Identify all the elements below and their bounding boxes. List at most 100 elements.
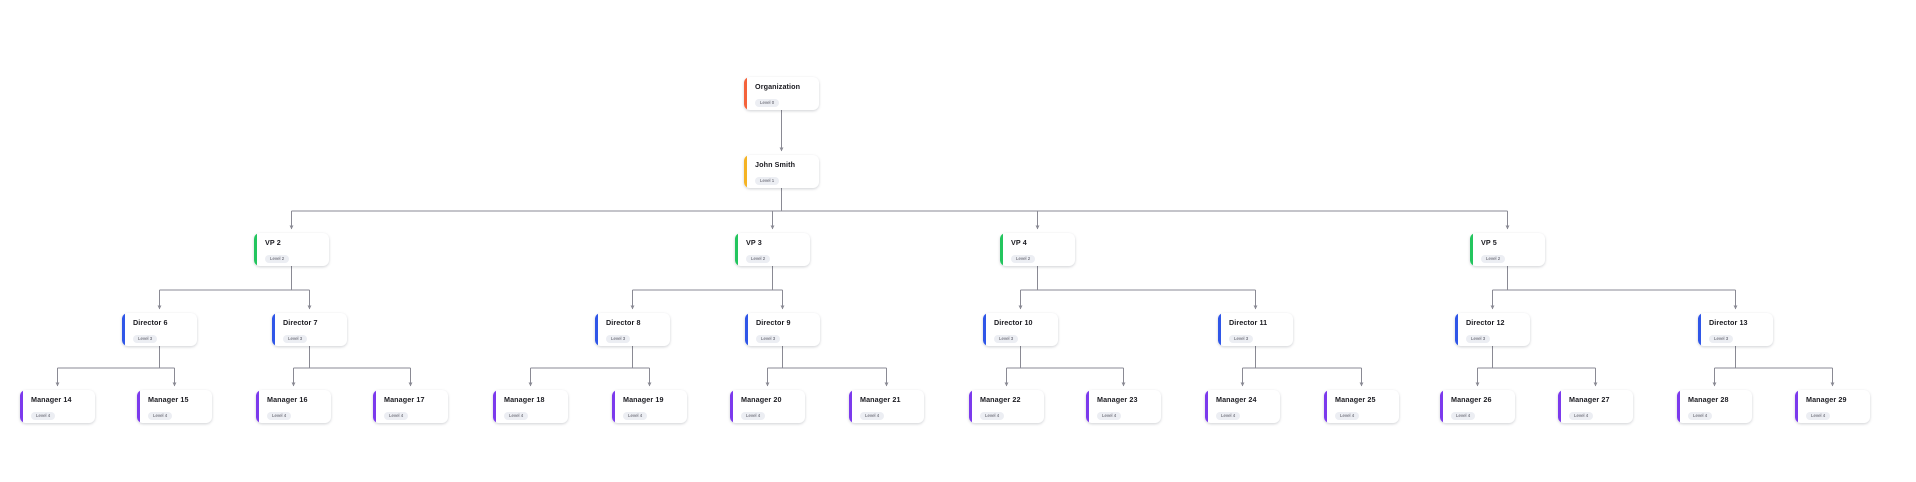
node-level-badge: Level 4 [31, 412, 56, 421]
node-level-badge: Level 4 [504, 412, 529, 421]
node-body: Manager 23 Level 4 [1089, 390, 1161, 423]
node-level-badge: Level 4 [384, 412, 409, 421]
node-accent-bar [1795, 390, 1798, 423]
org-node[interactable]: Manager 24 Level 4 [1205, 390, 1280, 423]
node-accent-bar [735, 233, 738, 266]
node-level-badge: Level 4 [860, 412, 885, 421]
node-accent-bar [983, 313, 986, 346]
node-title: Organization [755, 82, 801, 91]
node-title: Director 10 [994, 318, 1033, 327]
node-accent-bar [849, 390, 852, 423]
node-title: Manager 19 [623, 395, 664, 404]
node-title: Director 11 [1229, 318, 1268, 327]
node-title: VP 5 [1481, 238, 1497, 247]
node-accent-bar [256, 390, 259, 423]
node-accent-bar [1324, 390, 1327, 423]
node-title: Manager 23 [1097, 395, 1138, 404]
node-level-badge: Level 2 [1481, 255, 1506, 264]
node-accent-bar [373, 390, 376, 423]
node-accent-bar [745, 313, 748, 346]
org-node[interactable]: VP 3 Level 2 [735, 233, 810, 266]
node-body: VP 3 Level 2 [738, 233, 810, 266]
node-accent-bar [1677, 390, 1680, 423]
node-title: Manager 24 [1216, 395, 1257, 404]
node-body: Director 7 Level 3 [275, 313, 347, 346]
node-accent-bar [612, 390, 615, 423]
node-accent-bar [969, 390, 972, 423]
node-accent-bar [1086, 390, 1089, 423]
org-node[interactable]: VP 5 Level 2 [1470, 233, 1545, 266]
node-level-badge: Level 2 [746, 255, 771, 264]
node-accent-bar [272, 313, 275, 346]
node-title: VP 2 [265, 238, 281, 247]
node-title: Manager 26 [1451, 395, 1492, 404]
node-title: Manager 29 [1806, 395, 1847, 404]
node-level-badge: Level 4 [1216, 412, 1241, 421]
node-title: Director 12 [1466, 318, 1505, 327]
node-level-badge: Level 4 [1097, 412, 1122, 421]
node-accent-bar [1440, 390, 1443, 423]
org-node[interactable]: Manager 14 Level 4 [20, 390, 95, 423]
org-node[interactable]: VP 4 Level 2 [1000, 233, 1075, 266]
node-level-badge: Level 4 [267, 412, 292, 421]
node-title: Director 9 [756, 318, 791, 327]
node-title: Director 7 [283, 318, 318, 327]
node-level-badge: Level 3 [283, 335, 308, 344]
node-body: Manager 24 Level 4 [1208, 390, 1280, 423]
org-node[interactable]: Director 9 Level 3 [745, 313, 820, 346]
org-node[interactable]: Manager 23 Level 4 [1086, 390, 1161, 423]
node-accent-bar [20, 390, 23, 423]
node-level-badge: Level 1 [755, 177, 780, 186]
node-title: VP 3 [746, 238, 762, 247]
node-accent-bar [254, 233, 257, 266]
node-title: Manager 25 [1335, 395, 1376, 404]
node-level-badge: Level 4 [980, 412, 1005, 421]
node-accent-bar [1000, 233, 1003, 266]
node-accent-bar [1205, 390, 1208, 423]
node-title: John Smith [755, 160, 796, 169]
node-level-badge: Level 0 [755, 99, 780, 108]
node-level-badge: Level 2 [1011, 255, 1036, 264]
node-level-badge: Level 3 [756, 335, 781, 344]
node-level-badge: Level 3 [133, 335, 158, 344]
org-node[interactable]: Director 7 Level 3 [272, 313, 347, 346]
node-accent-bar [122, 313, 125, 346]
node-title: Manager 14 [31, 395, 72, 404]
node-level-badge: Level 4 [1569, 412, 1594, 421]
node-title: VP 4 [1011, 238, 1027, 247]
